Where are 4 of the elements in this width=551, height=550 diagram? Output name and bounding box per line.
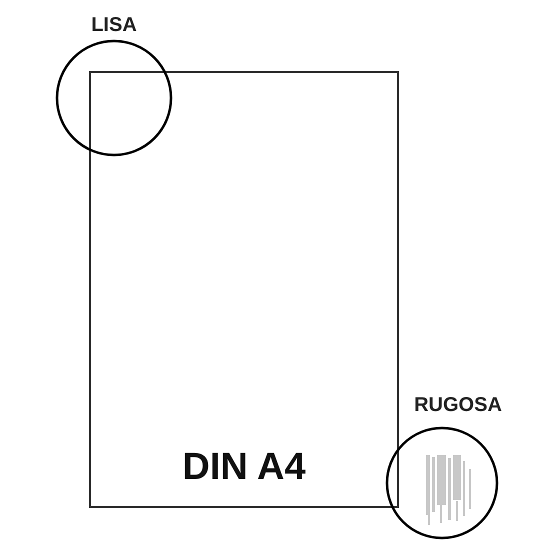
sheet-label: DIN A4 [182,448,306,486]
paper-sheet [89,71,399,508]
surface-label: LISA [91,15,137,35]
surface-label: RUGOSA [414,395,502,415]
